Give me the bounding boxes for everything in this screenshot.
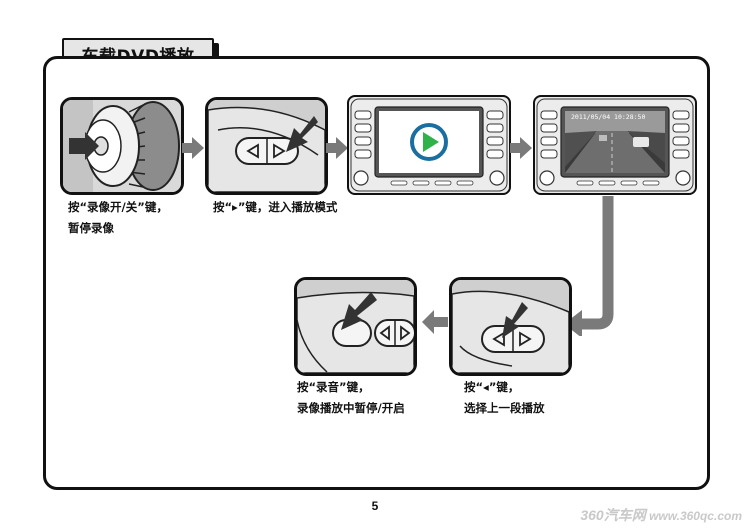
panel-record-button — [60, 97, 184, 195]
panel-audio-button — [294, 277, 417, 376]
arrow-right-2 — [326, 137, 348, 159]
caption-step-4: 按“◂”键， 选择上一段播放 — [464, 377, 545, 419]
arrow-elbow-down-left — [564, 196, 614, 336]
arrow-right-3 — [510, 137, 532, 159]
caption-step-3-line-1: 按“录音”键， — [297, 380, 370, 394]
panel-prev-button — [449, 277, 572, 376]
arrow-left — [422, 310, 448, 334]
panel-play-button — [205, 97, 328, 195]
audio-key-illustration — [297, 280, 414, 373]
caption-step-2-line-1: 按“▸”键，进入播放模式 — [213, 200, 338, 214]
prev-key-illustration — [452, 280, 569, 373]
watermark-url: www.360qc.com — [649, 509, 742, 523]
watermark-logo: 360汽车网 — [580, 507, 646, 523]
caption-step-1: 按“录像开/关”键， 暂停录像 — [68, 197, 168, 239]
arrow-right-1 — [182, 137, 204, 159]
caption-step-2: 按“▸”键，进入播放模式 — [213, 197, 337, 218]
caption-step-1-line-2: 暂停录像 — [68, 221, 114, 235]
caption-step-4-line-2: 选择上一段播放 — [464, 401, 545, 415]
watermark: 360汽车网 www.360qc.com — [580, 505, 742, 525]
dvd-unit-illustration — [350, 98, 508, 192]
caption-step-1-line-1: 按“录像开/关”键， — [68, 200, 168, 214]
caption-step-3-line-2: 录像播放中暂停/开启 — [297, 401, 405, 415]
panel-dvd-video-screen: 2011/05/04 10:28:50 — [533, 95, 697, 195]
caption-step-4-line-1: 按“◂”键， — [464, 380, 520, 394]
page-number: 5 — [371, 499, 379, 513]
screen-timestamp: 2011/05/04 10:28:50 — [571, 113, 645, 121]
panel-dvd-play-screen — [347, 95, 511, 195]
camera-record-illustration — [63, 100, 181, 192]
caption-step-3: 按“录音”键， 录像播放中暂停/开启 — [297, 377, 405, 419]
play-key-illustration — [208, 100, 325, 192]
dvd-video-illustration: 2011/05/04 10:28:50 — [536, 98, 694, 192]
